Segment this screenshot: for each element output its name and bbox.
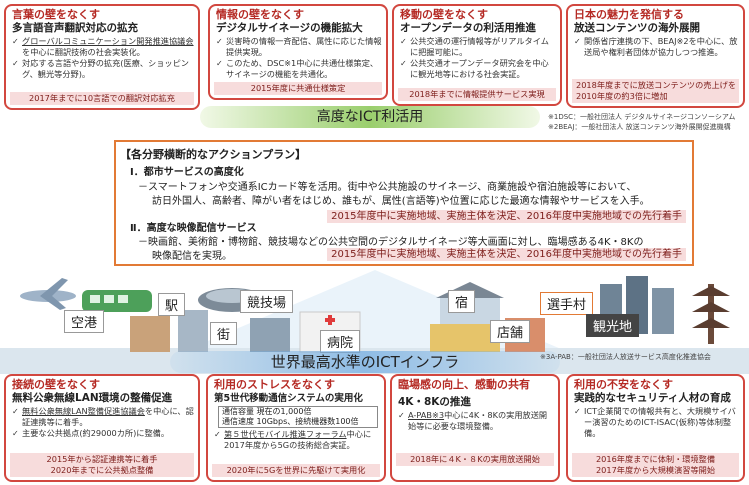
target-band: 2020年に5Gを世界に先駆けて実用化 [212,464,380,477]
list-item: 関係省庁連携の下、BEAJ※2を中心に、放送局や権利者団体が協力しつつ推進。 [574,36,739,58]
banner-wave-top [200,106,540,128]
list-item: 災害時の情報一斉配信、属性に応じた情報提供実現。 [216,36,382,58]
banner-wave-bottom [170,351,560,373]
target-band-line: 2020年までに公共拠点整備 [50,465,154,475]
label-tourist-spot: 観光地 [586,314,640,337]
item-list: 無料公衆無線LAN整備促進協議会を中心に、認証連携等に着手。 主要な公共拠点(約… [6,405,198,439]
box-immersion: 臨場感の向上、感動の共有 4K・8Kの推進 A-PAB※3中心に4K・8Kの実用… [390,374,560,482]
label-inn: 宿 [448,290,476,313]
bottom-banner: 世界最高水準のICTインフラ [270,353,460,371]
box-title: 臨場感の向上、感動の共有 [398,378,530,391]
item-list: 関係省庁連携の下、BEAJ※2を中心に、放送局や権利者団体が協力しつつ推進。 [568,35,743,58]
list-item: 主要な公共拠点(約29000カ所)に整備。 [12,428,194,439]
box-subtitle: 第5世代移動通信システムの実用化 [214,393,363,404]
box-title: 言葉の壁をなくす [12,8,100,21]
spec-speed: 通信速度 10Gbps、接続機器数100倍 [222,417,359,426]
section-1-title: Ⅰ．都市サービスの高度化 [130,167,244,178]
target-band: 2015年から認証連携等に着手 2020年までに公共拠点整備 [10,453,194,477]
box-security-anxiety: 利用の不安をなくす 実践的なセキュリティ人材の育成 ICT企業間での情報共有と、… [566,374,745,482]
box-subtitle: 4K・8Kの推進 [398,396,471,408]
box-title: 利用の不安をなくす [574,378,673,391]
box-title: 接続の壁をなくす [12,378,100,391]
spec-panel: 通信容量 現在の1,000倍 通信速度 10Gbps、接続機器数100倍 [218,406,378,428]
list-item: 第５世代モバイル推進フォーラム中心に2017年度から5Gの技術総合実証。 [214,429,380,451]
list-item: このため、DSC※1中心に共通仕様策定、サイネージの機能を共通化。 [216,58,382,80]
list-item: グローバルコミュニケーション開発推進協議会を中心に翻訳技術の社会実装化。 [12,36,194,58]
box-language-barrier: 言葉の壁をなくす 多言語音声翻訳対応の拡充 グローバルコミュニケーション開発推進… [4,4,200,110]
item-list: 公共交通の運行情報等がリアルタイムに把握可能に。 公共交通オープンデータ研究会を… [394,35,560,80]
target-band: 2018年に４K・８Kの実用放送開始 [396,453,554,466]
action-plan-heading: 【各分野横断的なアクションプラン】 [120,148,307,161]
list-item: 公共交通の運行情報等がリアルタイムに把握可能に。 [400,36,556,58]
label-athlete-village: 選手村 [540,292,594,315]
box-title: 利用のストレスをなくす [214,378,335,391]
top-banner: 高度なICT利活用 [316,109,424,125]
section-2-line-1: －映画館、美術館・博物館、競技場などの公共空間のデジタルサイネージ等大画面に対し… [138,237,644,248]
target-band-line: 2017年度から大規模演習等開始 [595,465,716,475]
box-title: 日本の魅力を発信する [574,8,684,21]
label-town: 街 [210,322,238,345]
section-1-target-band: 2015年度中に実施地域、実施主体を決定、2016年度中実施地域での先行着手 [327,210,686,223]
section-2-target-band: 2015年度中に実施地域、実施主体を決定、2016年度中実施地域での先行着手 [327,248,686,261]
target-band-line: 2015年から認証連携等に着手 [46,454,158,464]
buildings-left-icon [130,310,290,352]
airplane-icon [20,278,76,310]
box-title: 情報の壁をなくす [216,8,304,21]
target-band: 2016年度までに体制・環境整備 2017年度から大規模演習等開始 [572,453,739,477]
box-japan-appeal: 日本の魅力を発信する 放送コンテンツの海外展開 関係省庁連携の下、BEAJ※2を… [566,4,745,108]
box-usage-stress: 利用のストレスをなくす 第5世代移動通信システムの実用化 通信容量 現在の1,0… [206,374,386,482]
spec-capacity: 通信容量 現在の1,000倍 [222,407,312,416]
train-icon [82,290,152,312]
target-band: 2015年度に共通仕様策定 [214,82,382,95]
box-subtitle: 無料公衆無線LAN環境の整備促進 [12,392,173,404]
box-connection-barrier: 接続の壁をなくす 無料公衆無線LAN環境の整備促進 無料公衆無線LAN整備促進協… [4,374,200,482]
item-list: グローバルコミュニケーション開発推進協議会を中心に翻訳技術の社会実装化。 対応す… [6,35,198,80]
label-airport: 空港 [64,310,105,333]
target-band-line: 2016年度までに体制・環境整備 [595,454,716,464]
box-subtitle: 多言語音声翻訳対応の拡充 [12,22,138,34]
footnote-dsc: ※1DSC：一般社団法人 デジタルサイネージコンソーシアム [548,113,736,121]
pagoda-icon [692,284,730,344]
box-subtitle: 実践的なセキュリティ人材の育成 [574,392,731,404]
section-1-line-2: 訪日外国人、高齢者、障がい者をはじめ、誰もが、属性(言語等)や位置に応じた最適な… [152,196,650,207]
target-band: 2018年度までに放送コンテンツの売上げを2010年度の約3倍に増加 [572,79,739,103]
list-item: 公共交通オープンデータ研究会を中心に観光地等における社会実証。 [400,58,556,80]
section-2-title: Ⅱ．高度な映像配信サービス [130,223,257,234]
item-list: A-PAB※3中心に4K・8Kの実用放送開始等に必要な環境整備。 [392,409,558,432]
footnote-apab: ※3A-PAB：一般社団法人放送サービス高度化推進協会 [540,353,711,361]
box-subtitle: 放送コンテンツの海外展開 [574,22,700,34]
item-list: 第５世代モバイル推進フォーラム中心に2017年度から5Gの技術総合実証。 [208,428,384,451]
section-1-line-1: －スマートフォンや交通系ICカード等を活用。街中や公共施設のサイネージ、商業施設… [138,182,637,193]
list-item: ICT企業間での情報共有と、大規模サイバー演習のためのICT-ISAC(仮称)等… [574,406,739,439]
box-information-barrier: 情報の壁をなくす デジタルサイネージの機能拡大 災害時の情報一斉配信、属性に応じ… [208,4,388,100]
label-store: 店舗 [490,320,531,343]
list-item: A-PAB※3中心に4K・8Kの実用放送開始等に必要な環境整備。 [398,410,554,432]
label-station: 駅 [158,293,186,316]
item-list: 災害時の情報一斉配信、属性に応じた情報提供実現。 このため、DSC※1中心に共通… [210,35,386,80]
box-subtitle: オープンデータの利活用推進 [400,22,536,34]
box-title: 移動の壁をなくす [400,8,488,21]
target-band: 2018年までに情報提供サービス実現 [398,88,556,101]
section-2-line-2: 映像配信を実現。 [152,251,232,262]
action-plan: 【各分野横断的なアクションプラン】 Ⅰ．都市サービスの高度化 －スマートフォンや… [114,140,694,266]
list-item: 無料公衆無線LAN整備促進協議会を中心に、認証連携等に着手。 [12,406,194,428]
target-band: 2017年までに10言語での翻訳対応拡充 [10,92,194,105]
label-hospital: 病院 [320,330,361,353]
list-item: 対応する言語や分野の拡充(医療、ショッピング、観光等分野)。 [12,58,194,80]
label-stadium: 競技場 [240,290,294,313]
box-mobility-barrier: 移動の壁をなくす オープンデータの利活用推進 公共交通の運行情報等がリアルタイム… [392,4,562,106]
item-list: ICT企業間での情報共有と、大規模サイバー演習のためのICT-ISAC(仮称)等… [568,405,743,439]
footnote-beaj: ※2BEAJ：一般社団法人 放送コンテンツ海外展開促進機構 [548,123,731,131]
box-subtitle: デジタルサイネージの機能拡大 [216,22,363,34]
